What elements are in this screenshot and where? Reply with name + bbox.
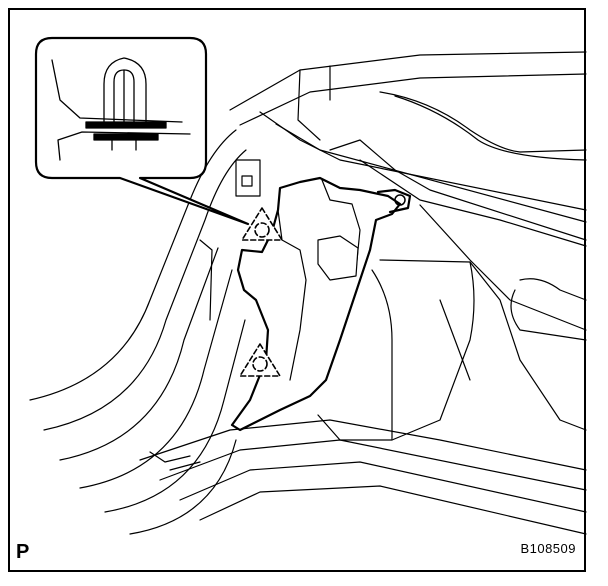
floor-sill	[139, 419, 587, 535]
clip-callout	[34, 36, 250, 226]
clip-marker-lower	[239, 343, 281, 377]
clip-marker-upper	[241, 207, 283, 241]
dashboard-outline	[229, 51, 587, 331]
figure-id: B108509	[520, 541, 576, 556]
bracket	[235, 159, 261, 197]
view-label: P	[16, 541, 30, 563]
push-clip-icon	[51, 57, 191, 161]
center-console	[317, 259, 587, 441]
door-opening	[29, 129, 247, 535]
